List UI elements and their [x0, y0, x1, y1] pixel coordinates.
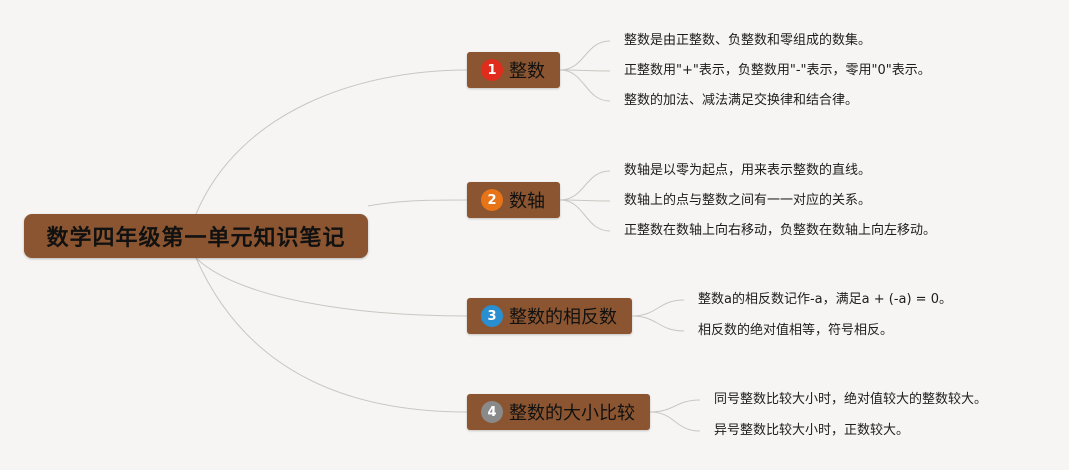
topic-1-label: 整数	[509, 61, 545, 82]
connector-topic-2-note-3	[559, 199, 611, 232]
connector-root-topic-2	[367, 199, 468, 207]
connector-root-topic-1	[195, 69, 468, 215]
topic-3-note-2[interactable]: 相反数的绝对值相等，符号相反。	[698, 323, 894, 338]
connector-topic-2-note-2	[559, 199, 611, 202]
topic-3-label: 整数的相反数	[509, 307, 617, 328]
topic-2-node[interactable]: 2 数轴	[467, 182, 560, 218]
connector-topic-1-note-1	[559, 40, 611, 71]
connector-topic-4-note-1	[649, 399, 701, 413]
priority-1-icon: 1	[481, 59, 503, 81]
priority-4-icon: 4	[481, 401, 503, 423]
topic-4-note-2[interactable]: 异号整数比较大小时，正数较大。	[714, 423, 910, 438]
connector-topic-3-note-1	[631, 299, 685, 317]
root-topic[interactable]: 数学四年级第一单元知识笔记	[24, 214, 368, 258]
connector-root-topic-3	[195, 257, 468, 317]
topic-1-note-1[interactable]: 整数是由正整数、负整数和零组成的数集。	[624, 33, 872, 48]
connector-topic-2-note-1	[559, 170, 611, 201]
priority-2-icon: 2	[481, 189, 503, 211]
topic-2-note-3[interactable]: 正整数在数轴上向右移动，负整数在数轴上向左移动。	[624, 223, 937, 238]
connector-topic-1-note-2	[559, 69, 611, 72]
connector-topic-1-note-3	[559, 69, 611, 102]
topic-4-node[interactable]: 4 整数的大小比较	[467, 394, 650, 430]
topic-1-note-2[interactable]: 正整数用"+"表示，负整数用"-"表示，零用"0"表示。	[624, 63, 931, 78]
topic-4-note-1[interactable]: 同号整数比较大小时，绝对值较大的整数较大。	[714, 392, 988, 407]
priority-3-icon: 3	[481, 305, 503, 327]
connector-topic-4-note-2	[649, 411, 701, 432]
root-title: 数学四年级第一单元知识笔记	[46, 226, 346, 251]
topic-2-note-1[interactable]: 数轴是以零为起点，用来表示整数的直线。	[624, 163, 872, 178]
topic-1-note-3[interactable]: 整数的加法、减法满足交换律和结合律。	[624, 93, 859, 108]
connector-topic-3-note-2	[631, 315, 685, 332]
connector-root-topic-4	[195, 257, 468, 413]
topic-4-label: 整数的大小比较	[509, 403, 635, 424]
topic-3-note-1[interactable]: 整数a的相反数记作-a，满足a + (-a) = 0。	[698, 292, 952, 307]
topic-2-label: 数轴	[509, 191, 545, 212]
topic-3-node[interactable]: 3 整数的相反数	[467, 298, 632, 334]
topic-1-node[interactable]: 1 整数	[467, 52, 560, 88]
topic-2-note-2[interactable]: 数轴上的点与整数之间有一一对应的关系。	[624, 193, 872, 208]
